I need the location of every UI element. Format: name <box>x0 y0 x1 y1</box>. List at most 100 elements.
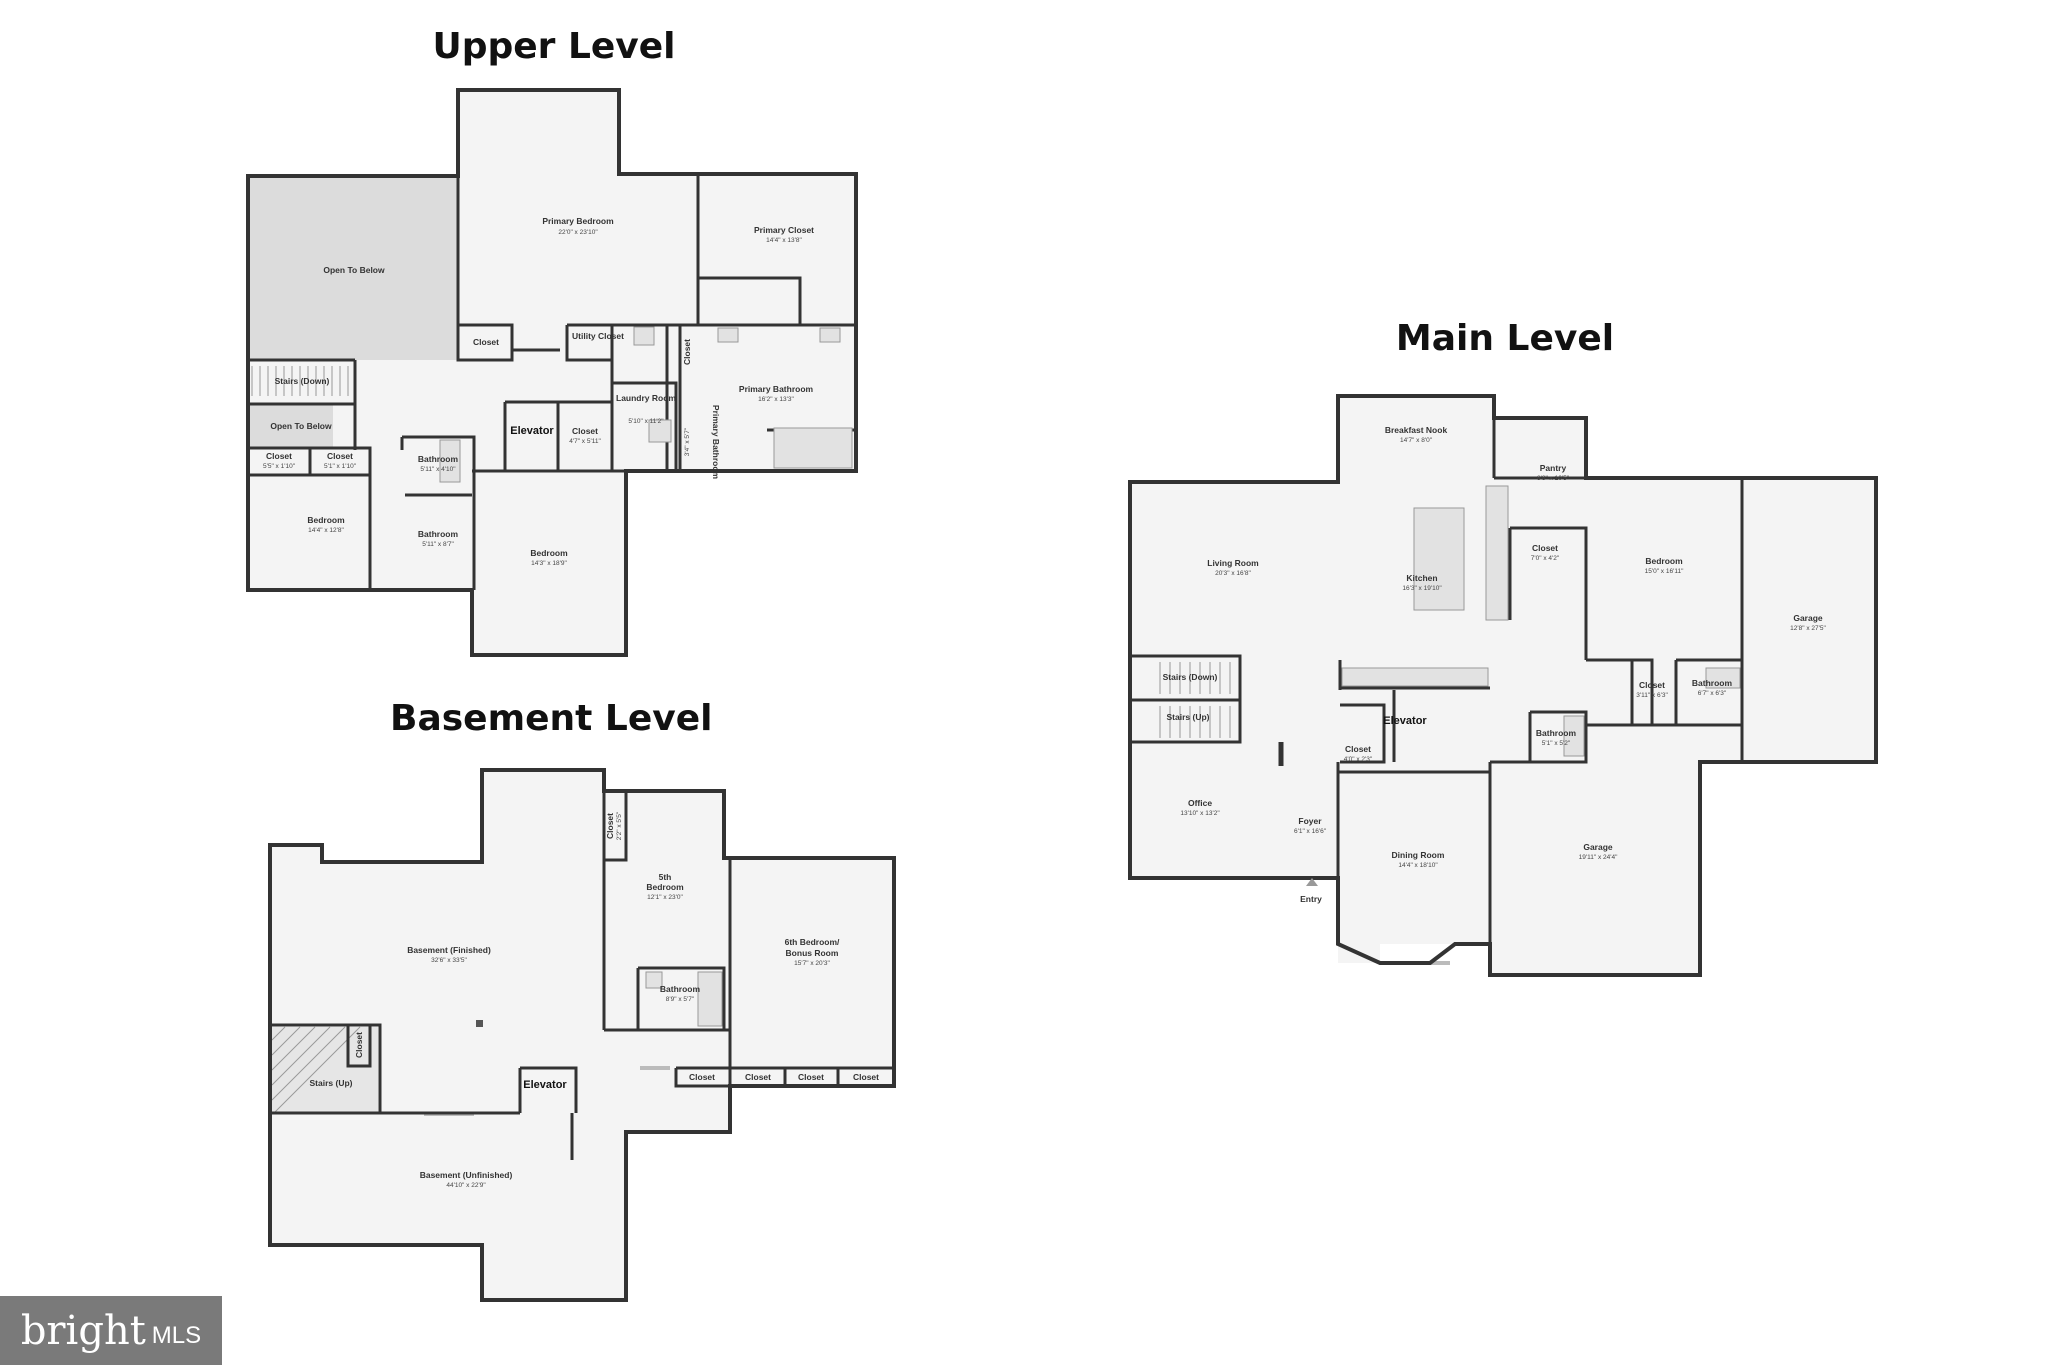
upper-laundry-label: Laundry Room <box>616 393 676 403</box>
main-pantry-label: Pantry <box>1540 463 1567 473</box>
basement-sink <box>645 971 663 989</box>
basement-elevator-label: Elevator <box>523 1079 567 1091</box>
upper-closet-vert-label: Closet <box>682 339 692 365</box>
basement-stairs-up-label: Stairs (Up) <box>310 1078 353 1088</box>
upper-sink-3 <box>819 327 841 343</box>
upper-bedroom-b-label: Bedroom <box>530 548 568 558</box>
basement-6th-label-2: Bonus Room <box>786 948 839 958</box>
main-stairs-down-label: Stairs (Down) <box>1163 672 1218 682</box>
basement-5th-label-2: Bedroom <box>646 882 684 892</box>
upper-tub <box>439 439 461 483</box>
main-garage-a-dim: 12'8" x 27'5" <box>1790 625 1826 632</box>
basement-stair-hatch <box>271 1026 361 1113</box>
main-closet-b-label: Closet <box>1639 680 1665 690</box>
basement-6th-dim: 15'7" x 20'3" <box>794 960 830 967</box>
upper-bathroom-a-dim: 5'11" x 4'10" <box>420 466 456 473</box>
upper-bathroom-b-dim: 5'11" x 8'7" <box>422 541 454 548</box>
main-foyer-label: Foyer <box>1298 816 1322 826</box>
basement-closet-vert-label: Closet <box>605 813 615 839</box>
main-bedroom-label: Bedroom <box>1645 556 1683 566</box>
upper-sink-2 <box>717 327 739 343</box>
upper-stairs-down-label: Stairs (Down) <box>275 376 330 386</box>
basement-closet-vert-dim: 2'2" x 5'5" <box>616 811 623 840</box>
main-dining-dim: 14'4" x 18'10" <box>1398 862 1438 869</box>
main-closet-c-dim: 4'0" x 2'3" <box>1344 756 1373 763</box>
basement-finished-dim: 32'6" x 33'5" <box>431 957 467 964</box>
basement-6th-label-1: 6th Bedroom/ <box>785 937 840 947</box>
upper-bathroom-a-label: Bathroom <box>418 454 459 464</box>
basement-column <box>476 1020 483 1027</box>
main-closet-a-label: Closet <box>1532 543 1558 553</box>
basement-5th-dim: 12'1" x 23'0" <box>647 894 683 901</box>
basement-closet-stairs-label: Closet <box>354 1032 364 1058</box>
upper-open-to-below-2: Open To Below <box>270 421 332 431</box>
upper-closet-b-label: Closet <box>572 426 598 436</box>
upper-closet-a-label: Closet <box>473 337 499 347</box>
main-foyer-dim: 6'1" x 16'6" <box>1294 828 1327 835</box>
basement-unfinished-dim: 44'10" x 22'9" <box>446 1182 486 1189</box>
entry-arrow-icon <box>1306 878 1318 886</box>
upper-bedroom-a-label: Bedroom <box>307 515 345 525</box>
bright-mls-logo: bright MLS <box>0 1296 222 1365</box>
upper-primary-wc-label: Primary Bathroom <box>711 405 721 480</box>
upper-closet-d-label: Closet <box>327 451 353 461</box>
upper-utility-closet-label: Utility Closet <box>572 331 624 341</box>
logo-word: bright <box>20 1307 146 1354</box>
basement-closet-2-label: Closet <box>745 1072 771 1082</box>
upper-bathroom-b-label: Bathroom <box>418 529 459 539</box>
upper-level-title: Upper Level <box>432 26 676 67</box>
main-living-room-label: Living Room <box>1207 558 1259 568</box>
main-bathroom-b-dim: 5'1" x 5'2" <box>1542 740 1571 747</box>
main-garage-b-dim: 19'11" x 24'4" <box>1579 854 1618 861</box>
main-garage-b-label: Garage <box>1583 842 1613 852</box>
basement-shower <box>697 971 723 1027</box>
main-breakfast-nook-label: Breakfast Nook <box>1385 425 1448 435</box>
main-level-plan: Breakfast Nook 14'7" x 8'0" Pantry 8'8" … <box>1128 394 1878 977</box>
upper-primary-bathroom-label: Primary Bathroom <box>739 384 814 394</box>
upper-stairs <box>251 366 349 396</box>
upper-sink <box>633 326 655 346</box>
basement-bathroom-dim: 8'9" x 5'7" <box>666 996 695 1003</box>
basement-5th-label-1: 5th <box>659 872 672 882</box>
basement-unfinished-label: Basement (Unfinished) <box>420 1170 513 1180</box>
upper-primary-closet-label: Primary Closet <box>754 225 814 235</box>
upper-elevator-label: Elevator <box>510 425 554 437</box>
upper-primary-bedroom-dim: 22'0" x 23'10" <box>558 229 598 236</box>
basement-closet-1-label: Closet <box>689 1072 715 1082</box>
upper-primary-bathroom-dim: 16'2" x 13'3" <box>758 396 794 403</box>
main-elevator-label: Elevator <box>1383 715 1427 727</box>
main-office-dim: 13'10" x 13'2" <box>1180 810 1220 817</box>
upper-primary-closet-dim: 14'4" x 13'8" <box>766 237 802 244</box>
basement-level-plan: Basement (Finished) 32'6" x 33'5" Closet… <box>268 768 896 1302</box>
basement-finished-label: Basement (Finished) <box>407 945 491 955</box>
upper-closet-c-label: Closet <box>266 451 292 461</box>
main-breakfast-nook-dim: 14'7" x 8'0" <box>1400 437 1433 444</box>
kitchen-island <box>1413 507 1465 611</box>
main-stairs <box>1159 662 1231 738</box>
main-bathroom-a-label: Bathroom <box>1692 678 1733 688</box>
kitchen-counter <box>1485 485 1509 621</box>
main-dining-label: Dining Room <box>1392 850 1445 860</box>
upper-closet-b-dim: 4'7" x 5'11" <box>569 438 601 445</box>
basement-closet-3-label: Closet <box>798 1072 824 1082</box>
upper-level-plan: Open To Below Primary Bedroom 22'0" x 23… <box>246 88 858 657</box>
main-bedroom-dim: 15'0" x 16'11" <box>1645 568 1684 575</box>
basement-bathroom-label: Bathroom <box>660 984 701 994</box>
main-bath-fixture <box>1705 667 1741 689</box>
upper-laundry-dim: 5'10" x 11'2" <box>628 418 664 425</box>
main-stairs-up-label: Stairs (Up) <box>1167 712 1210 722</box>
upper-washer <box>648 419 672 443</box>
main-kitchen-dim: 16'3" x 19'10" <box>1402 585 1442 592</box>
basement-closet-4-label: Closet <box>853 1072 879 1082</box>
main-living-room-dim: 20'3" x 16'8" <box>1215 570 1251 577</box>
upper-closet-d-dim: 5'1" x 1'10" <box>324 463 357 470</box>
upper-closet-c-dim: 5'5" x 1'10" <box>263 463 296 470</box>
upper-primary-wc-dim: 3'4" x 5'7" <box>684 427 691 456</box>
kitchen-counter-2 <box>1341 667 1489 687</box>
main-closet-b-dim: 3'11" x 6'3" <box>1636 692 1668 699</box>
upper-open-to-below-1: Open To Below <box>323 265 385 275</box>
main-entry-label: Entry <box>1300 894 1322 904</box>
basement-level-title: Basement Level <box>390 698 713 739</box>
main-bathroom-a-dim: 6'7" x 6'3" <box>1698 690 1727 697</box>
